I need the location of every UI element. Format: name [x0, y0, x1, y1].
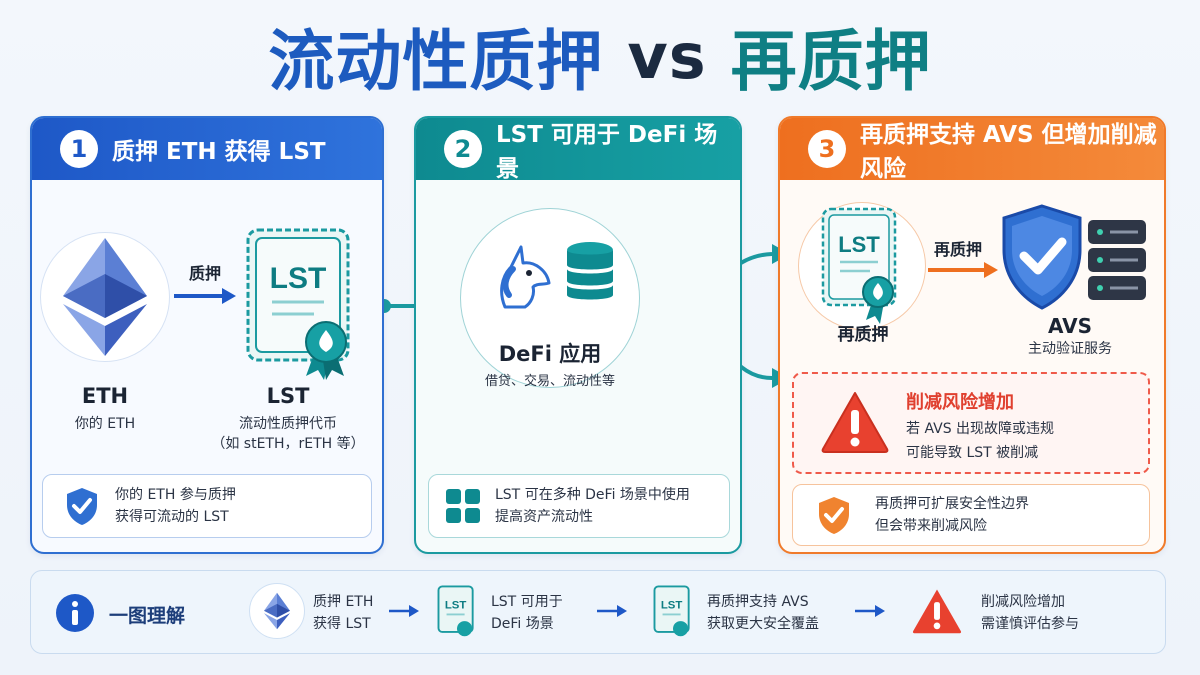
- page-title: 流动性质押 vs 再质押: [0, 14, 1200, 101]
- panel-stake-eth: 1 质押 ETH 获得 LST 质押 LST ETH 你的 ETH LST 流动…: [30, 116, 384, 554]
- panel2-info-line2: 提高资产流动性: [495, 509, 593, 525]
- lst-doc-icon: LST: [437, 585, 474, 637]
- summary-step3-line2: 获取更大安全覆盖: [707, 616, 819, 632]
- unicorn-icon: [500, 245, 551, 309]
- panel-defi: 2 LST 可用于 DeFi 场景 DeFi 应用 借贷、交易、流动性等 LST…: [414, 116, 742, 554]
- summary-step2-line2: DeFi 场景: [491, 616, 554, 632]
- defi-circle: [460, 208, 640, 388]
- panel-restaking: 3 再质押支持 AVS 但增加削减风险 LST 再质押 再质押: [778, 116, 1166, 554]
- grid-icon: [446, 489, 480, 523]
- panel1-info-line2: 获得可流动的 LST: [115, 509, 229, 525]
- summary-step1-text: 质押 ETH 获得 LST: [313, 591, 373, 635]
- panel2-info-box: LST 可在多种 DeFi 场景中使用 提高资产流动性: [428, 474, 730, 538]
- panel1-header: 1 质押 ETH 获得 LST: [32, 118, 382, 180]
- panel3-header: 3 再质押支持 AVS 但增加削减风险: [780, 118, 1164, 182]
- panel1-info-text: 你的 ETH 参与质押 获得可流动的 LST: [115, 484, 236, 528]
- restake-label: 再质押: [837, 325, 889, 345]
- panel2-title: LST 可用于 DeFi 场景: [496, 122, 718, 182]
- server-icon: [1088, 220, 1146, 300]
- panel2-info-text: LST 可在多种 DeFi 场景中使用 提高资产流动性: [495, 484, 690, 528]
- panel3-info-line1: 再质押可扩展安全性边界: [875, 496, 1029, 512]
- right-arrow-icon: [928, 262, 998, 278]
- summary-step1-line1: 质押 ETH: [313, 594, 374, 610]
- panel1-number: 1: [60, 130, 98, 168]
- avs-label: AVS: [1047, 314, 1092, 338]
- lst-certificate-icon: LST: [246, 228, 350, 380]
- eth-sub: 你的 ETH: [74, 416, 136, 432]
- summary-strip: 一图理解 质押 ETH 获得 LST LST LST 可用于 DeFi 场景: [30, 570, 1166, 654]
- risk-line2: 可能导致 LST 被削减: [906, 445, 1039, 461]
- avs-sub: 主动验证服务: [1028, 341, 1112, 357]
- stake-arrow-label: 质押: [188, 264, 221, 283]
- panel3-info-box: 再质押可扩展安全性边界 但会带来削减风险: [792, 484, 1150, 546]
- lst-doc-text: LST: [270, 262, 327, 295]
- summary-step4-line1: 削减风险增加: [981, 594, 1065, 610]
- summary-step2-line1: LST 可用于: [491, 594, 563, 610]
- summary-step3-doc-text: LST: [661, 600, 683, 612]
- summary-step4-text: 削减风险增加 需谨慎评估参与: [981, 591, 1079, 635]
- lst-certificate-icon: LST: [821, 207, 897, 324]
- shield-check-icon: [819, 497, 849, 534]
- arrow-right-icon: [855, 605, 885, 617]
- panel1-info-line1: 你的 ETH 参与质押: [115, 487, 236, 503]
- ethereum-icon: [63, 238, 147, 356]
- lst-label: LST: [266, 384, 310, 408]
- risk-line1: 若 AVS 出现故障或违规: [906, 421, 1055, 437]
- lst-doc-icon: LST: [653, 585, 690, 637]
- panel2-info-line1: LST 可在多种 DeFi 场景中使用: [495, 487, 690, 503]
- shield-check-icon: [1002, 204, 1082, 310]
- p3-doc-text: LST: [838, 232, 880, 257]
- panel3-info-line2: 但会带来削减风险: [875, 518, 987, 534]
- panel3-number: 3: [808, 130, 846, 168]
- warning-icon: [912, 589, 962, 634]
- database-icon: [567, 242, 613, 300]
- right-arrow-icon: [174, 288, 236, 304]
- ethereum-icon: [264, 592, 290, 630]
- risk-title: 削减风险增加: [906, 392, 1014, 413]
- summary-step3-text: 再质押支持 AVS 获取更大安全覆盖: [707, 591, 819, 635]
- panel2-header: 2 LST 可用于 DeFi 场景: [416, 118, 740, 182]
- summary-step2-doc-text: LST: [445, 600, 467, 612]
- title-right: 再质押: [730, 23, 932, 100]
- summary-title: 一图理解: [109, 605, 186, 627]
- title-left: 流动性质押: [268, 23, 604, 100]
- title-vs: vs: [627, 19, 707, 93]
- avs-icon-group-graphic: [1002, 204, 1146, 310]
- summary-step4-line2: 需谨慎评估参与: [981, 616, 1079, 632]
- summary-step3-line1: 再质押支持 AVS: [707, 594, 809, 610]
- summary-step1-icon-wrap: [249, 583, 305, 639]
- info-icon: [56, 594, 94, 632]
- eth-label: ETH: [81, 384, 129, 408]
- shield-check-icon: [67, 488, 97, 525]
- arrow-right-icon: [597, 605, 627, 617]
- panel1-title: 质押 ETH 获得 LST: [112, 139, 326, 165]
- lst-sub1: 流动性质押代币: [239, 416, 337, 432]
- lst-sub2: （如 stETH，rETH 等）: [211, 436, 365, 452]
- panel3-title: 再质押支持 AVS 但增加削减风险: [860, 122, 1157, 182]
- restake-arrow-label: 再质押: [933, 240, 982, 259]
- warning-icon: [821, 392, 889, 453]
- summary-step1-line2: 获得 LST: [313, 616, 371, 632]
- panel3-info-text: 再质押可扩展安全性边界 但会带来削减风险: [875, 493, 1029, 537]
- summary-step2-text: LST 可用于 DeFi 场景: [491, 591, 563, 635]
- defi-title: DeFi 应用: [498, 342, 602, 366]
- panel2-number: 2: [444, 130, 482, 168]
- defi-sub: 借贷、交易、流动性等: [484, 374, 615, 389]
- arrow-right-icon: [389, 605, 419, 617]
- avs-icon-group: [1002, 204, 1148, 318]
- panel1-info-box: 你的 ETH 参与质押 获得可流动的 LST: [42, 474, 372, 538]
- eth-circle: [40, 232, 170, 362]
